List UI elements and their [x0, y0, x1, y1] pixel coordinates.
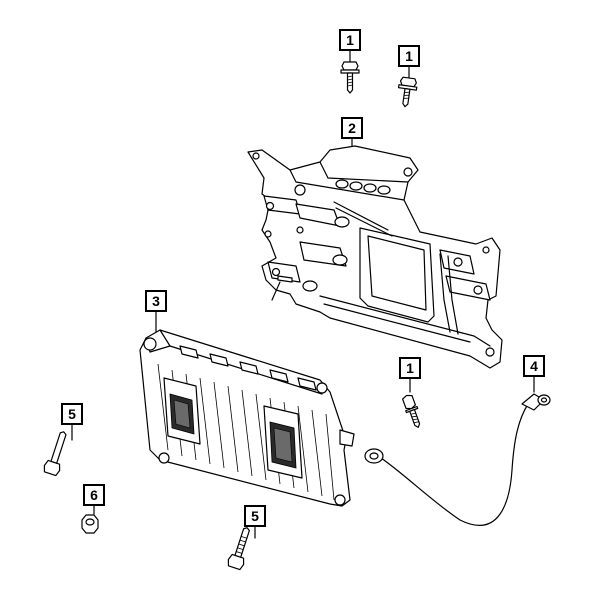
connector-left — [163, 377, 201, 445]
callout-1-top-left: 1 — [339, 29, 361, 51]
connector-right — [263, 405, 303, 479]
callout-5-bottom: 5 — [244, 505, 266, 527]
bolt-part-5b — [227, 527, 250, 571]
bolt-part-1b — [397, 76, 418, 108]
control-module — [139, 329, 355, 507]
mounting-bracket — [247, 145, 503, 369]
bolt-part-1a — [340, 61, 360, 94]
bracket-bosses — [264, 201, 350, 292]
bolt-part-5a — [43, 431, 67, 477]
callout-1-middle: 1 — [399, 357, 421, 379]
nut-part-6 — [81, 514, 99, 534]
callout-6: 6 — [83, 484, 105, 506]
leader-lines — [71, 50, 535, 539]
bracket-slots — [252, 152, 413, 196]
module-top-bumps — [179, 345, 317, 391]
callout-5-left: 5 — [61, 403, 83, 425]
callout-1-top-right: 1 — [398, 45, 420, 67]
callout-3: 3 — [145, 290, 167, 312]
callout-4: 4 — [523, 355, 545, 377]
ground-strap — [364, 393, 551, 526]
bolt-part-1c — [401, 394, 421, 428]
callout-2: 2 — [341, 117, 363, 139]
